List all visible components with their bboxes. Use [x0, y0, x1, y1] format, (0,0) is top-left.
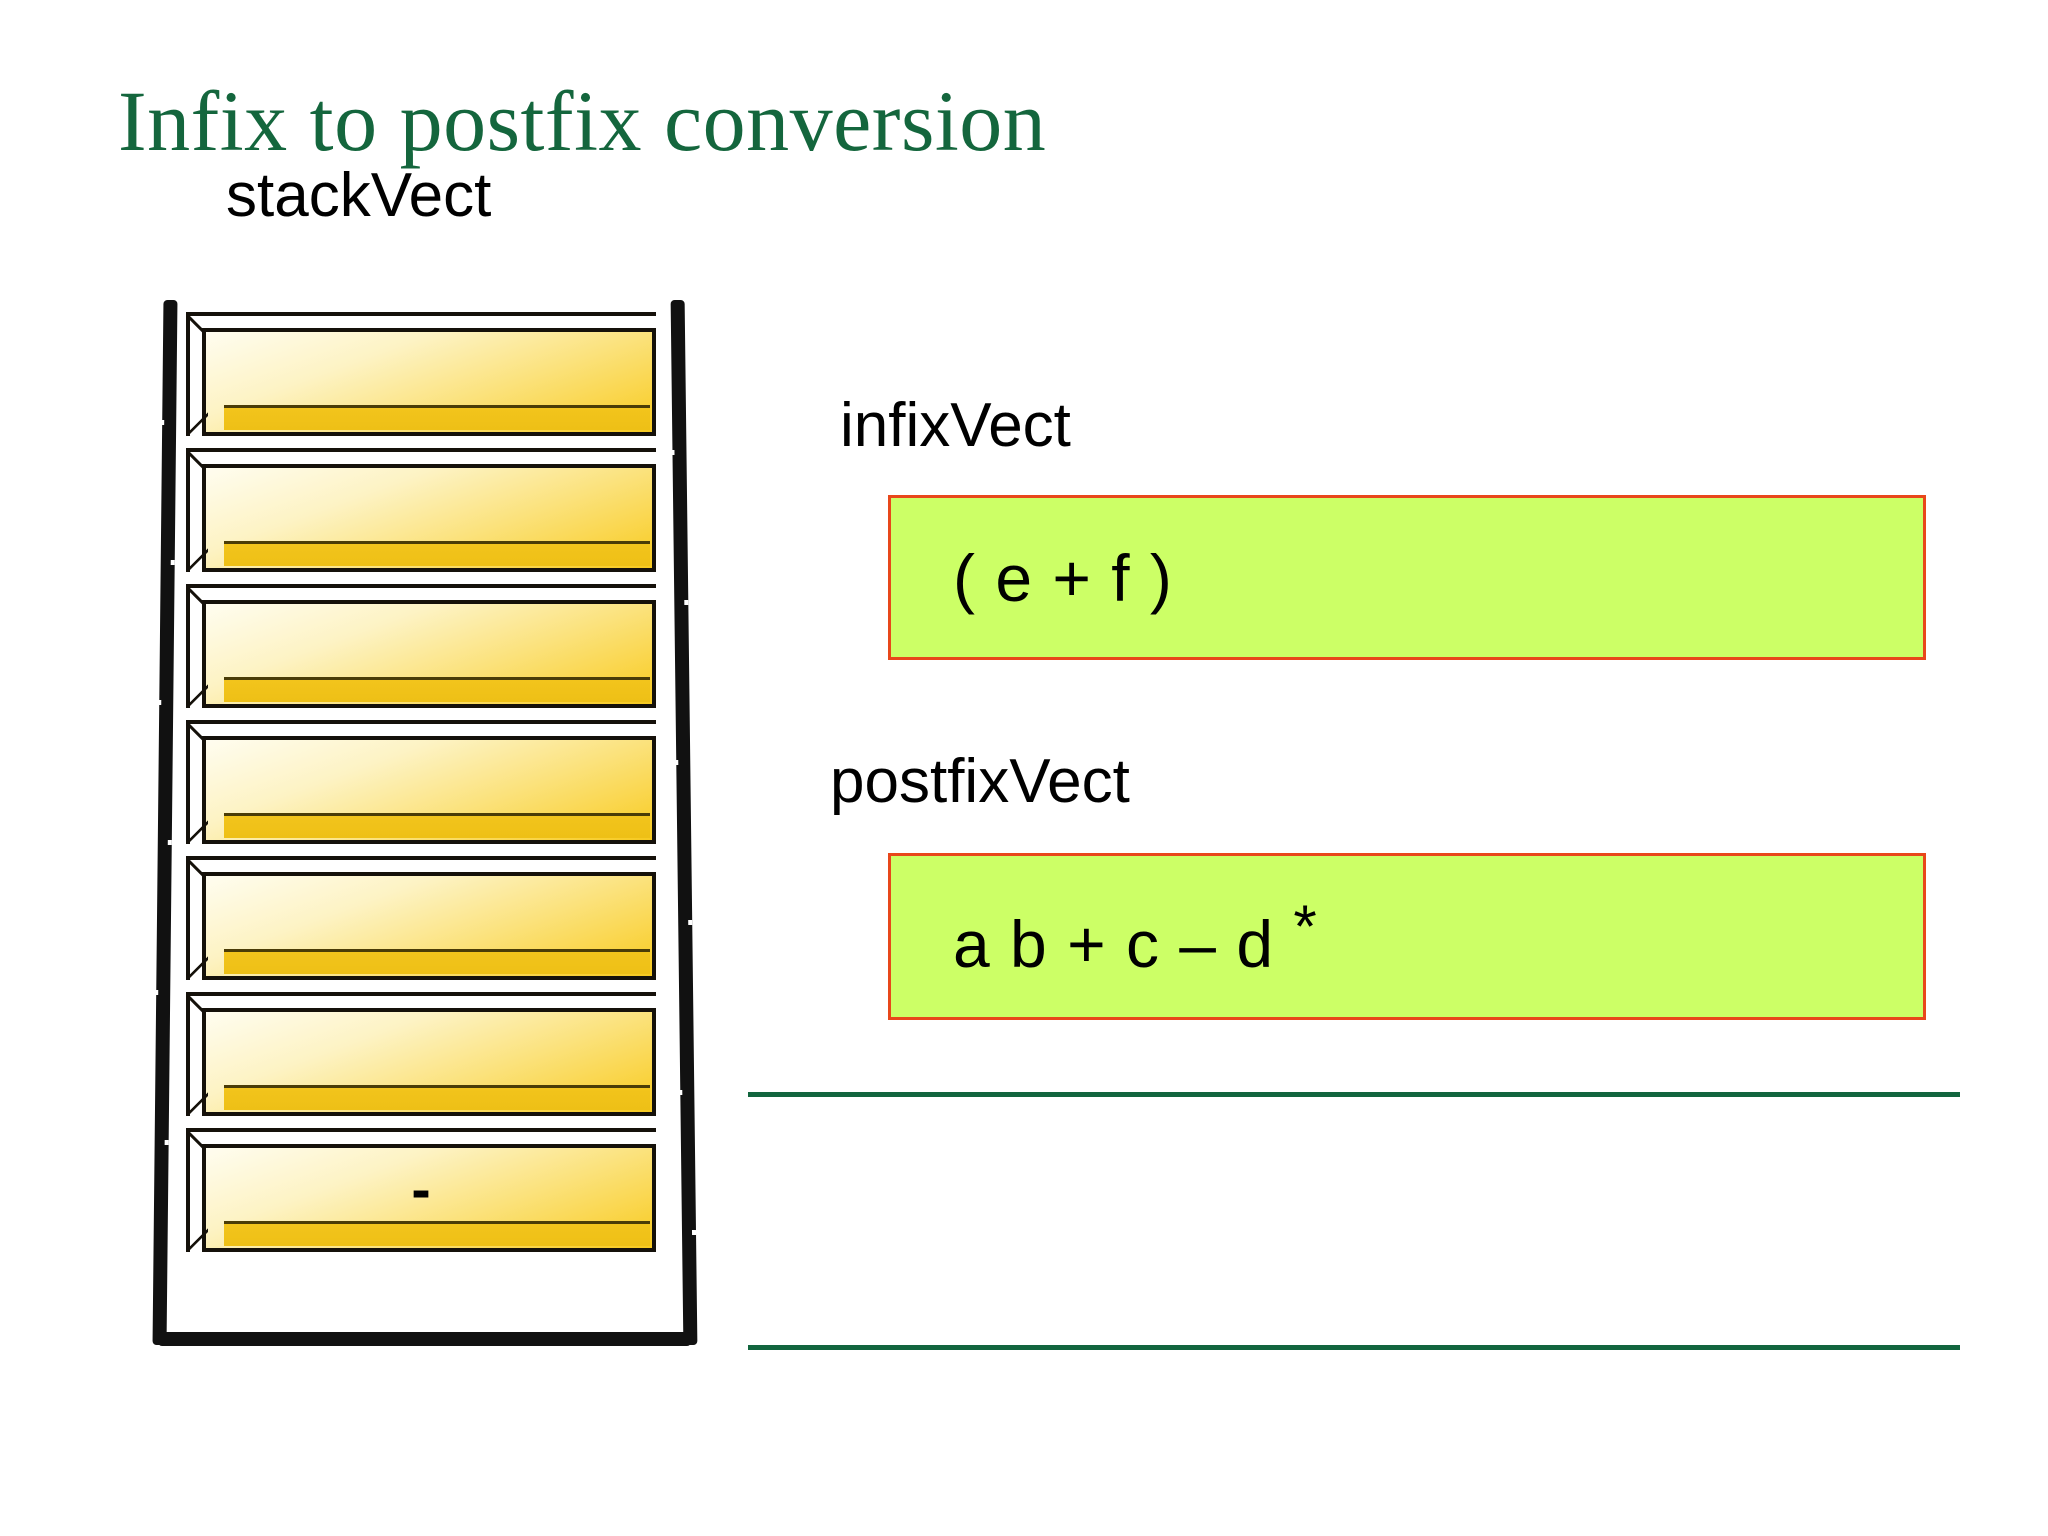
cell-face [202, 1008, 656, 1116]
cell-top-edge [186, 448, 656, 468]
cell-value: - [411, 1157, 431, 1222]
cell-bottom-strip [224, 405, 650, 430]
cell-bottom-strip [224, 813, 650, 838]
stack-cell[interactable] [186, 584, 656, 708]
infixvect-box[interactable]: ( e + f ) [888, 495, 1926, 660]
cell-bevel-bottom-left [186, 956, 208, 980]
stack-cell[interactable] [186, 448, 656, 572]
stack-cell[interactable] [186, 992, 656, 1116]
divider-rule-bottom [748, 1345, 1960, 1350]
page-title: Infix to postfix conversion [118, 73, 1047, 169]
cell-face [202, 872, 656, 980]
stack-cell-list: - [186, 312, 666, 1264]
cell-top-edge [186, 584, 656, 604]
cell-top-edge [186, 312, 656, 332]
cell-top-edge [186, 856, 656, 876]
cell-bevel-bottom-left [186, 684, 208, 708]
cell-face [202, 1144, 656, 1252]
stack-cell[interactable] [186, 312, 656, 436]
stack-wall-right [670, 300, 698, 1345]
cell-bottom-strip [224, 541, 650, 566]
stack-wall-bottom [158, 1332, 691, 1346]
divider-rule-top [748, 1092, 1960, 1097]
cell-face [202, 600, 656, 708]
cell-bevel-bottom-left [186, 548, 208, 572]
cell-top-edge [186, 992, 656, 1012]
cell-left-edge [186, 992, 206, 1116]
postfixvect-label: postfixVect [830, 747, 1130, 816]
cell-left-edge [186, 312, 206, 436]
cell-bevel-bottom-left [186, 1092, 208, 1116]
cell-top-edge [186, 720, 656, 740]
cell-left-edge [186, 448, 206, 572]
stack-cell[interactable] [186, 720, 656, 844]
infixvect-content: ( e + f ) [953, 540, 1173, 615]
postfixvect-content: a b + c – d * [891, 892, 1318, 982]
cell-bevel-bottom-left [186, 412, 208, 436]
stack-cell-top-of-stack[interactable]: - [186, 1128, 656, 1252]
cell-left-edge [186, 720, 206, 844]
cell-left-edge [186, 1128, 206, 1252]
cell-face [202, 464, 656, 572]
postfixvect-content-main: a b + c – d [953, 906, 1294, 981]
infixvect-label: infixVect [840, 391, 1071, 460]
cell-bottom-strip [224, 949, 650, 974]
stack-diagram: - [150, 300, 710, 1355]
cell-face [202, 736, 656, 844]
cell-left-edge [186, 584, 206, 708]
cell-left-edge [186, 856, 206, 980]
stackvect-label: stackVect [226, 161, 492, 230]
cell-bottom-strip [224, 1085, 650, 1110]
cell-top-edge [186, 1128, 656, 1148]
cell-bevel-bottom-left [186, 1228, 208, 1252]
cell-bottom-strip [224, 677, 650, 702]
stack-wall-left [152, 300, 178, 1345]
cell-face [202, 328, 656, 436]
cell-bevel-bottom-left [186, 820, 208, 844]
cell-bottom-strip [224, 1221, 650, 1246]
stack-cell[interactable] [186, 856, 656, 980]
postfixvect-box[interactable]: a b + c – d * [888, 853, 1926, 1020]
postfixvect-content-star: * [1293, 892, 1318, 960]
